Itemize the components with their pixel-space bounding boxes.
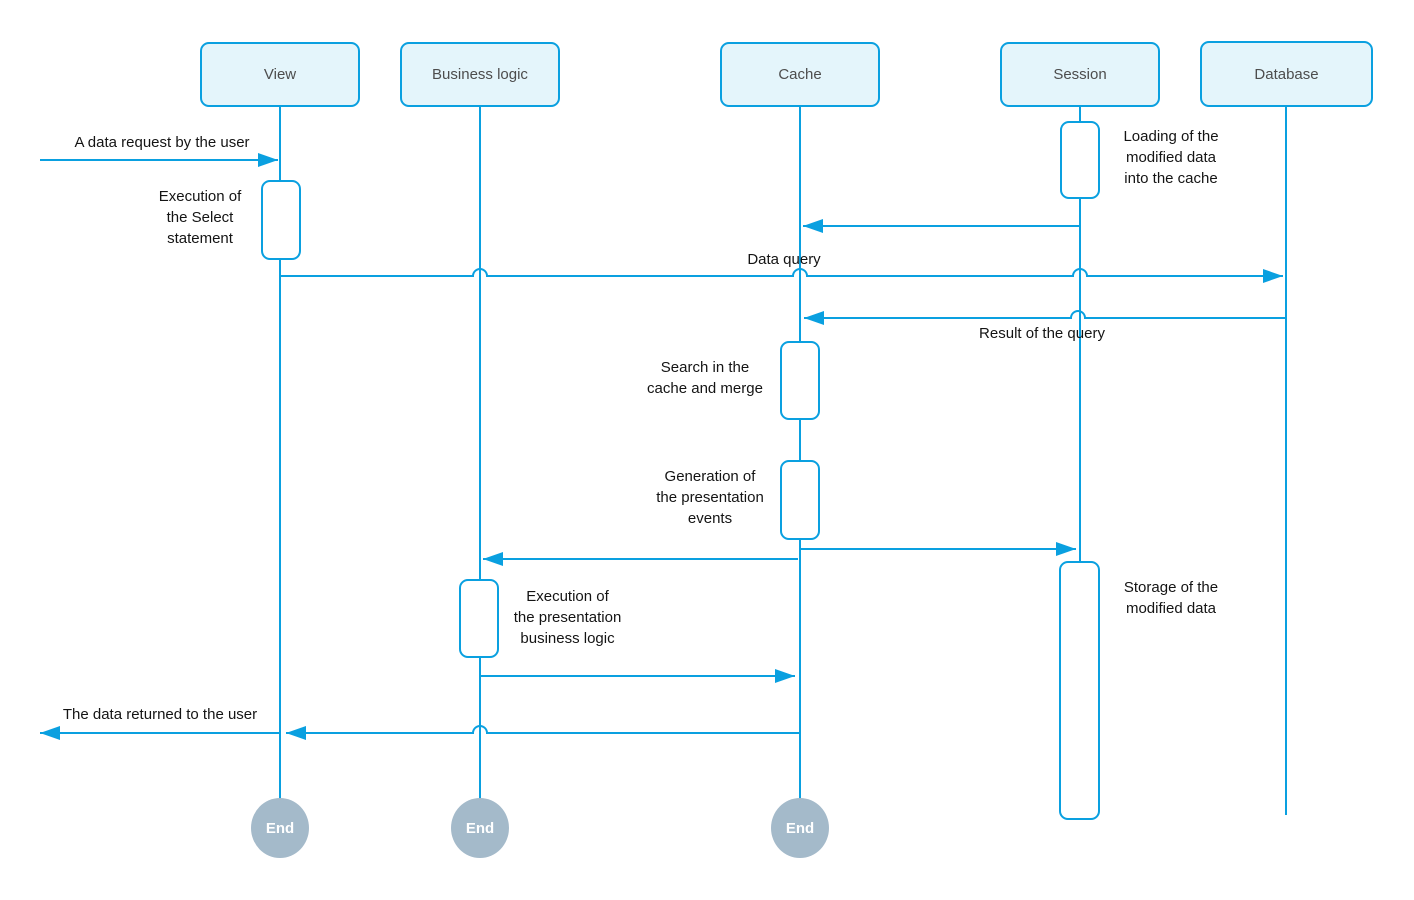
activation-label-presentation-logic: Execution of the presentation business l… <box>513 588 622 647</box>
lifeline-header-business-logic: Business logic <box>400 42 560 107</box>
lifeline-label: Database <box>1254 65 1319 83</box>
activation-label-loading-cache: Loading of the modified data into the ca… <box>1123 128 1219 187</box>
activation-label-storage-data: Storage of the modified data <box>1123 579 1219 617</box>
activation-session-storage <box>1059 561 1100 820</box>
message-label-data-request: A data request by the user <box>74 134 250 151</box>
message-label-result-of-query: Result of the query <box>979 325 1105 342</box>
lifeline-label: Cache <box>778 66 822 83</box>
activation-label-search-merge: Search in the cache and merge <box>647 359 763 397</box>
activation-cache-generation <box>780 460 820 540</box>
lifeline-header-view: View <box>200 42 360 107</box>
lifeline-header-database: Database <box>1200 41 1373 107</box>
lifeline-header-cache: Cache <box>720 42 880 107</box>
end-node-cache: End <box>771 798 829 858</box>
end-node-label: End <box>465 819 495 837</box>
lifeline-header-session: Session <box>1000 42 1160 107</box>
end-node-view: End <box>251 798 309 858</box>
activation-label-generation-events: Generation of the presentation events <box>656 468 764 527</box>
end-node-business-logic: End <box>451 798 509 858</box>
lifeline-label: Business logic <box>432 66 528 83</box>
end-node-label: End <box>785 819 815 837</box>
activation-cache-search <box>780 341 820 420</box>
activation-session-loading <box>1060 121 1100 199</box>
message-label-data-query: Data query <box>747 251 821 268</box>
message-arrow-data-query <box>280 268 1283 283</box>
message-arrow-cache-to-view <box>286 725 800 740</box>
activation-label-select-statement: Execution of the Select statement <box>158 188 242 247</box>
message-label-data-returned: The data returned to the user <box>62 706 258 723</box>
message-arrow-result-of-query <box>804 310 1286 325</box>
activation-business-logic-execution <box>459 579 499 658</box>
lifeline-label: Session <box>1053 66 1107 83</box>
end-node-label: End <box>265 819 295 837</box>
activation-view-select <box>261 180 301 260</box>
lifeline-label: View <box>263 66 297 83</box>
